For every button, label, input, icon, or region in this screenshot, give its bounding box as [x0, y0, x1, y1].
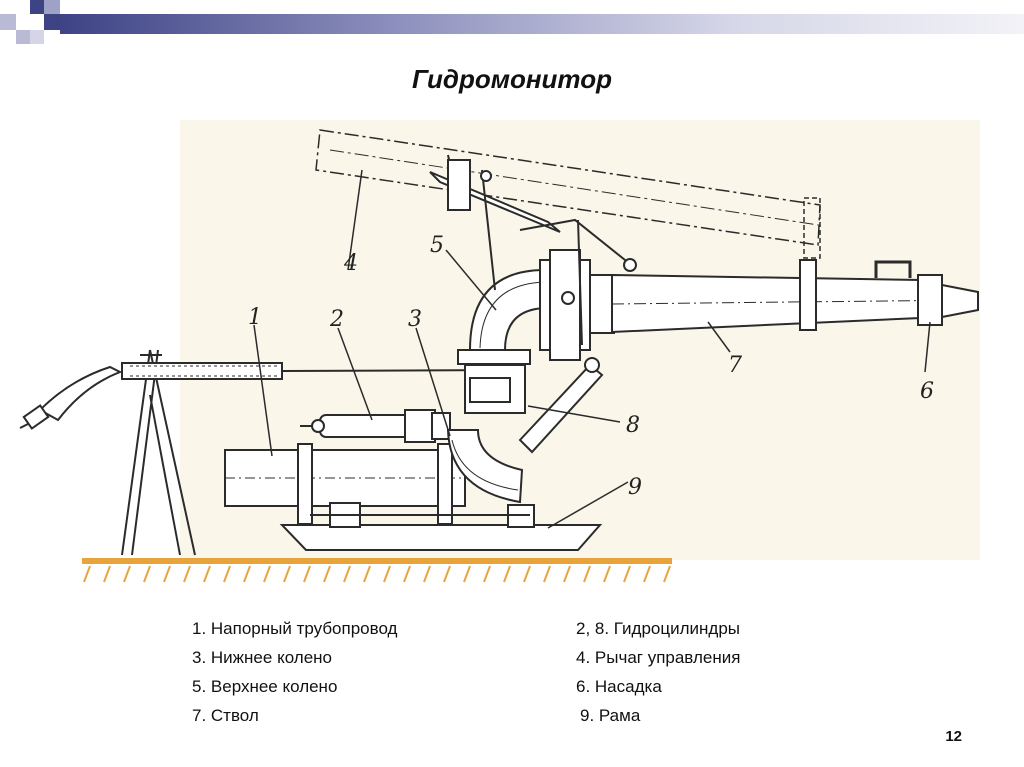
hydromonitor-diagram: 1 2 3 4 5 6 7 8 9: [19, 120, 980, 583]
callout-3: 3: [408, 307, 422, 332]
callout-2: 2: [329, 307, 344, 332]
callout-4: 4: [343, 251, 358, 276]
legend-item-3: 3. Нижнее колено: [192, 648, 332, 667]
legend-item-4: 4. Рычаг управления: [576, 648, 741, 667]
callout-7: 7: [728, 353, 742, 378]
callout-9: 9: [628, 475, 642, 500]
callout-5: 5: [430, 233, 444, 258]
legend-item-6: 6. Насадка: [576, 677, 662, 696]
legend-item-2-8: 2, 8. Гидроцилиндры: [576, 619, 741, 638]
callout-1: 1: [248, 305, 262, 330]
callout-6: 6: [920, 379, 934, 404]
legend-item-7: 7. Ствол: [192, 706, 259, 725]
slide-title: Гидромонитор: [412, 64, 612, 94]
page-number: 12: [945, 728, 962, 745]
slide-header-bar: [0, 0, 1024, 44]
legend-item-9: 9. Рама: [580, 706, 641, 725]
legend-item-5: 5. Верхнее колено: [192, 677, 338, 696]
legend-item-1: 1. Напорный трубопровод: [192, 619, 398, 638]
callout-8: 8: [626, 413, 640, 438]
